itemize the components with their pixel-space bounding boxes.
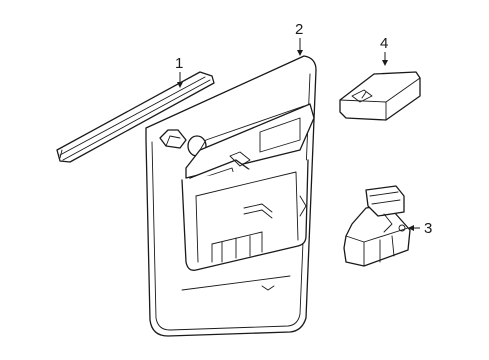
callout-2: 2 [295,21,303,56]
callout-4: 4 [380,35,388,66]
callout-label-4: 4 [380,35,388,52]
part-3-window-switch [343,185,411,267]
callout-label-2: 2 [295,21,303,38]
callout-label-3: 3 [424,220,432,237]
callout-1: 1 [175,55,183,88]
callout-label-1: 1 [175,55,183,72]
callout-3: 3 [408,220,432,237]
part-4-switch-cover [339,71,421,121]
part-1-weatherstrip [56,71,215,163]
part-2-door-trim-panel [145,55,317,337]
